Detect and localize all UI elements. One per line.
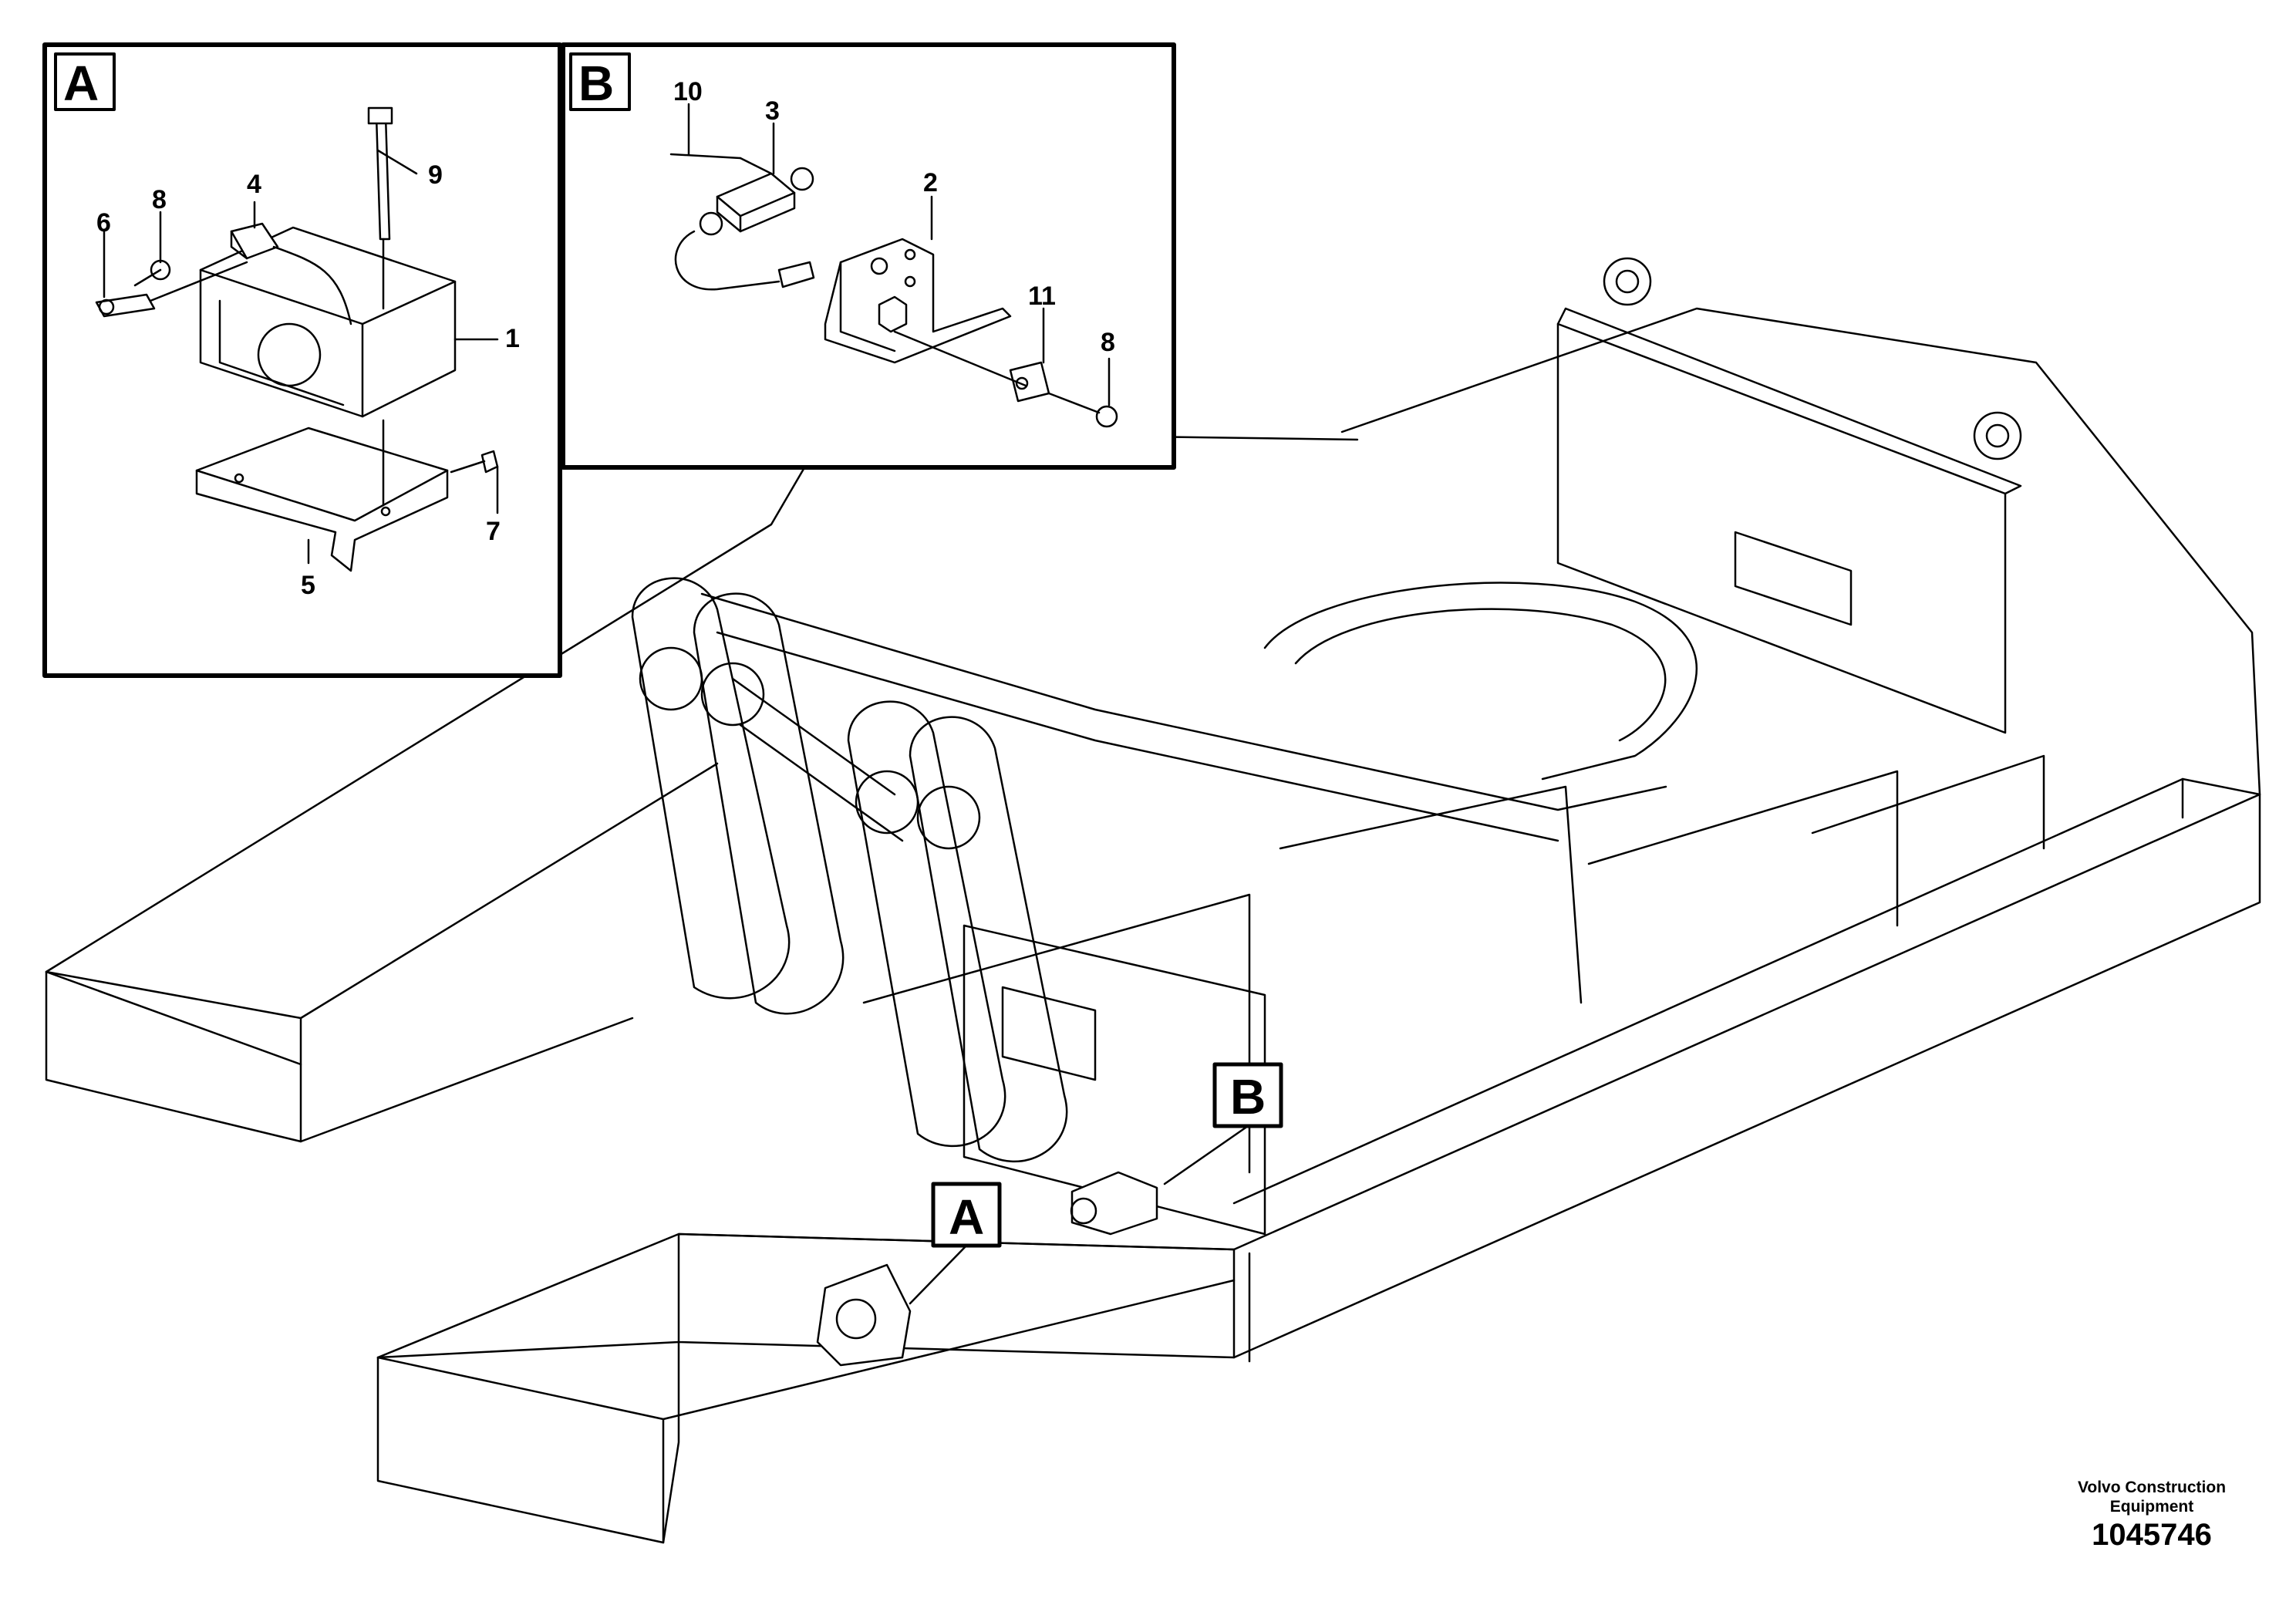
callout-b-11: 11 [1028,282,1056,311]
frame-marker-labels: A B [949,1069,1266,1245]
detail-a-box [42,42,562,678]
callout-a-9: 9 [428,160,443,190]
brand-line-1: Volvo Construction [2077,1479,2227,1496]
callout-a-4: 4 [247,170,261,199]
marker-a-leader [816,1182,1002,1367]
callout-b-3: 3 [765,96,780,126]
callout-b-8: 8 [1101,328,1115,357]
callout-a-5: 5 [301,571,315,600]
callout-b-2: 2 [923,168,938,197]
detail-b-box [561,42,1176,470]
callout-a-8: 8 [152,185,167,214]
detail-b-labels: B 2 3 8 10 11 [578,56,1115,357]
detail-b-letter: B [578,56,614,111]
upper-frame-drawing [45,257,2261,1544]
frame-marker-b: B [1230,1069,1266,1125]
callout-a-6: 6 [96,208,111,238]
detail-a-letter: A [63,56,99,111]
callout-b-10: 10 [673,77,703,106]
brand-line-2: Equipment [2109,1498,2194,1516]
brand-label: Volvo Construction Equipment [2063,1478,2240,1516]
marker-b-leader [1070,1062,1283,1236]
callout-a-7: 7 [486,517,501,546]
callout-a-1: 1 [505,324,520,353]
document-number: 1045746 [2092,1518,2212,1552]
frame-marker-a: A [949,1189,984,1245]
bracket-drawing [195,427,449,572]
detail-a-labels: A 1 4 5 6 7 8 9 [63,56,520,600]
relay-box-drawing [199,226,457,418]
